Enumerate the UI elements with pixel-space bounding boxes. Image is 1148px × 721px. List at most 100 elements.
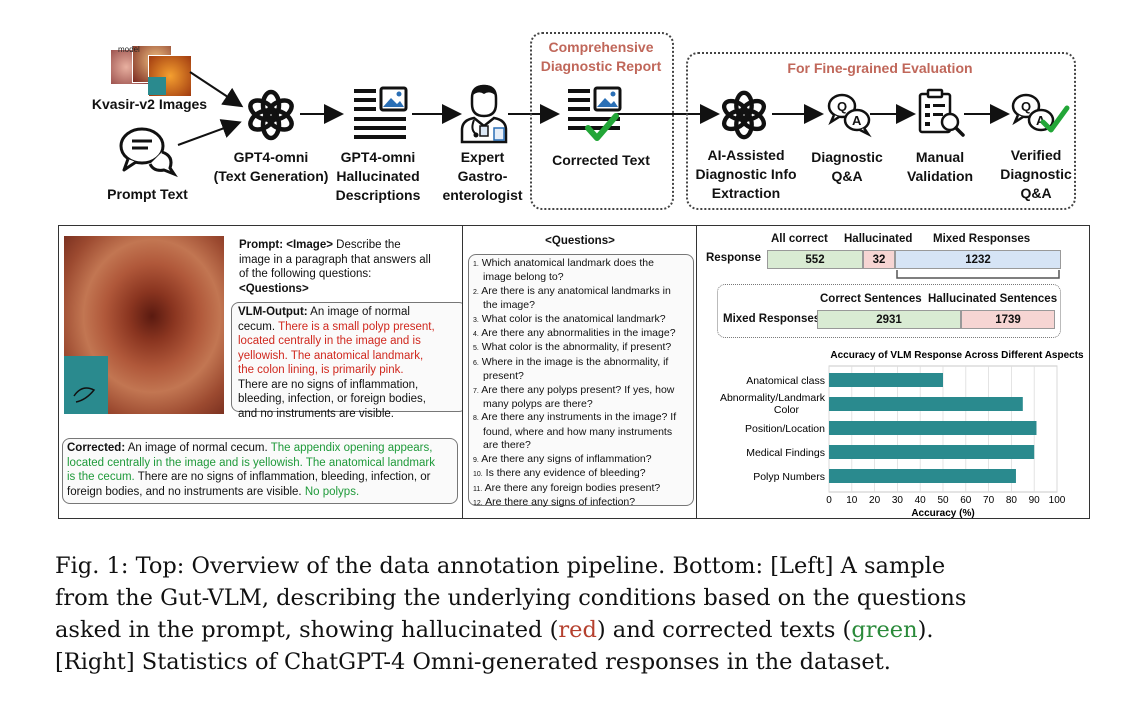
hallucinated-bar: 32 [863,250,895,269]
question-line: 7. Are there any polyps present? If yes,… [473,384,689,398]
chart-title: Accuracy of VLM Response Across Differen… [830,350,1084,361]
question-line: 1. Which anatomical landmark does the [473,257,689,271]
svg-text:A: A [852,113,862,128]
accuracy-chart: Accuracy of VLM Response Across Differen… [720,350,1084,519]
x-tick-label: 20 [869,495,881,506]
question-text: What color is the anatomical landmark? [481,312,666,325]
question-line: many polyps are there? [473,398,689,411]
question-line: 6. Where in the image is the abnormality… [473,356,689,370]
accuracy-bar [829,373,943,387]
accuracy-bar [829,445,1035,459]
chat-bubbles-icon [119,127,178,178]
svg-text:Q: Q [1021,99,1031,114]
question-line: 11. Are there any foreign bodies present… [473,482,689,496]
questions-title: <Questions> [545,235,615,247]
hdr-hallucinated: Hallucinated [844,233,913,245]
question-number: 4. [473,331,479,339]
question-number: 10. [473,471,483,479]
question-number: 7. [473,387,479,395]
x-tick-label: 0 [826,495,832,506]
inset-curve [73,387,96,403]
arrows-into-gpt [177,71,1010,146]
category-label: Abnormality/Landmark [720,392,826,404]
x-tick-label: 90 [1029,495,1041,506]
category-label: Polyp Numbers [753,471,825,483]
question-text: Which anatomical landmark does the [481,257,654,269]
corrected-text-label: Corrected Text [552,152,650,168]
qa-bubbles-icon: Q A [827,93,872,138]
hdr-mixed: Mixed Responses [933,233,1031,245]
gpt-halluc-label: GPT4-omni Hallucinated Descriptions [335,149,421,203]
response-label: Response [706,252,761,264]
corrected-bubble: Corrected: An image of normal cecum. The… [62,438,458,504]
question-text: What color is the abnormality, if presen… [481,341,672,354]
sample-panel: Prompt: <Image> Describe the image in a … [58,225,467,519]
svg-text:Q: Q [837,99,847,114]
question-number: 2. [473,288,479,296]
question-line: the image? [473,299,689,312]
verified-qa-icon: Q A [1011,93,1070,133]
endoscopy-inset [64,356,108,414]
question-text: Are there any signs of infection? [485,495,636,508]
x-tick-label: 10 [846,495,858,506]
question-text: the image? [483,299,535,312]
gpt-text-gen-label: GPT4-omni (Text Generation) [213,149,329,184]
x-tick-label: 40 [915,495,927,506]
report-title: Comprehensive Diagnostic Report [540,39,662,74]
question-text: Are there any abnormalities in the image… [481,327,676,340]
question-text: Is there any evidence of bleeding? [485,467,646,480]
hdr-all-correct: All correct [771,233,828,245]
question-line: 8. Are there any instruments in the imag… [473,411,689,425]
expert-label: Expert Gastro- enterologist [442,149,523,203]
question-text: Are there any signs of inflammation? [481,452,652,465]
stats-panel: All correct Hallucinated Mixed Responses… [696,225,1090,519]
question-text: Are there any foreign bodies present? [484,481,661,494]
question-text: found, where and how many instruments [483,425,673,438]
question-text: Are there is any anatomical landmarks in [481,284,671,297]
corrected-document-icon [568,86,622,141]
x-tick-label: 30 [892,495,904,506]
mixed-bar: 1232 [895,250,1061,269]
endoscopy-thumb-inset [148,77,166,95]
kvasir-label: Kvasir-v2 Images [91,96,208,112]
vlm-output-bubble: VLM-Output: An image of normal cecum. Th… [231,302,467,420]
question-number: 5. [473,345,479,353]
question-line: found, where and how many instruments [473,426,689,439]
clipboard-search-icon [918,88,965,137]
category-label: Medical Findings [746,447,825,459]
evaluation-title: For Fine-grained Evaluation [787,60,973,76]
openai-logo-icon-2 [721,90,767,140]
verified-qa-label: Verified Diagnostic Q&A [1000,147,1072,201]
ai-assisted-label: AI-Assisted Diagnostic Info Extraction [695,147,797,201]
manual-validation-label: Manual Validation [906,149,974,184]
evaluation-box [686,52,1076,210]
question-number: 8. [473,415,479,423]
doctor-icon [460,84,508,144]
openai-logo-icon [248,89,294,141]
accuracy-bar [829,397,1023,411]
question-text: Are there any polyps present? If yes, ho… [481,383,675,396]
figure-caption: Fig. 1: Top: Overview of the data annota… [55,553,967,675]
question-text: many polyps are there? [483,398,593,411]
question-line: 2. Are there is any anatomical landmarks… [473,285,689,299]
all-correct-bar: 552 [767,250,863,269]
question-text: Are there any instruments in the image? … [481,411,677,424]
question-line: present? [473,370,689,383]
question-line: 10. Is there any evidence of bleeding? [473,467,689,481]
x-axis-label: Accuracy (%) [911,508,974,519]
correct-sentences-bar: 2931 [817,310,961,329]
question-line: 3. What color is the anatomical landmark… [473,313,689,327]
question-number: 12. [473,499,483,507]
diag-qa-label: Diagnostic Q&A [811,149,883,184]
question-line: image belong to? [473,271,689,284]
questions-panel: <Questions> 1. Which anatomical landmark… [462,225,698,519]
prompt-text: Prompt: <Image> Describe the image in a … [239,239,431,295]
category-label: Color [774,404,800,416]
endoscopy-thumb-3 [148,55,192,97]
accuracy-bar [829,469,1016,483]
question-line: 12. Are there any signs of infection? [473,496,689,510]
question-text: present? [483,370,524,383]
question-number: 6. [473,359,479,367]
category-label: Anatomical class [746,375,825,387]
